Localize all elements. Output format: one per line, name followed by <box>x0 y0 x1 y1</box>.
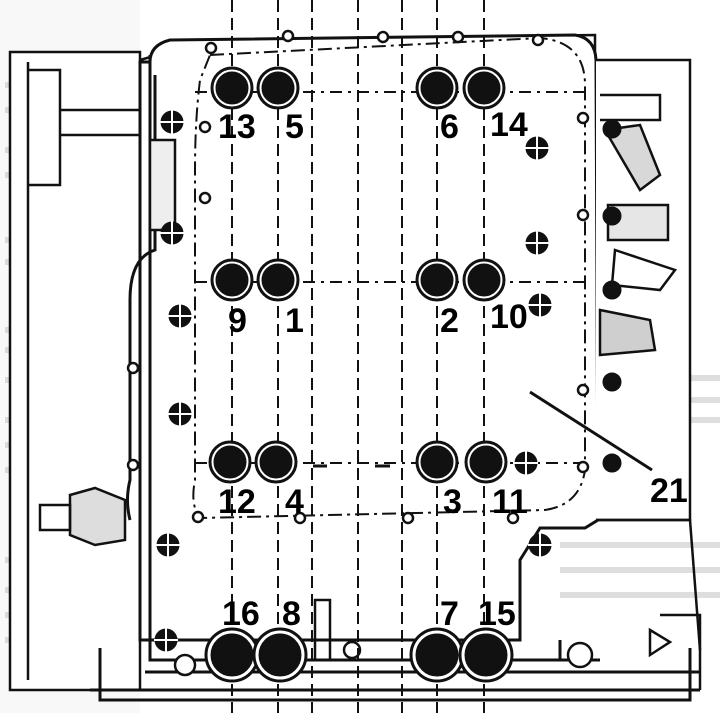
label-1: 1 <box>285 302 304 340</box>
bolt-labels: 13 5 6 14 9 1 2 10 12 4 3 11 16 8 7 15 2… <box>218 106 688 633</box>
label-9: 9 <box>228 302 247 340</box>
bolt-10 <box>462 258 506 302</box>
bottom-flange <box>173 598 594 677</box>
bolt-8 <box>252 627 308 683</box>
label-3: 3 <box>443 483 462 521</box>
label-21: 21 <box>650 472 688 510</box>
label-2: 2 <box>440 302 459 340</box>
bolt-15 <box>458 627 514 683</box>
label-10: 10 <box>490 298 528 336</box>
label-14: 14 <box>490 106 528 144</box>
bolt-11 <box>464 440 508 484</box>
small-screws <box>126 29 590 525</box>
bolt-2 <box>415 258 459 302</box>
bolt-16 <box>204 627 260 683</box>
bolt-14 <box>462 66 506 110</box>
head-bolts <box>204 66 514 683</box>
label-16: 16 <box>222 595 260 633</box>
label-5: 5 <box>285 108 304 146</box>
bolt-5 <box>256 66 300 110</box>
stud-markers <box>154 110 622 652</box>
bolt-3 <box>415 440 459 484</box>
bolt-13 <box>210 66 254 110</box>
label-15: 15 <box>478 595 516 633</box>
label-11: 11 <box>492 483 528 521</box>
bolt-12 <box>208 440 252 484</box>
left-fitting <box>38 138 177 547</box>
bolt-1 <box>256 258 300 302</box>
label-8: 8 <box>282 595 301 633</box>
label-12: 12 <box>218 483 256 521</box>
leader-line-21 <box>529 390 653 472</box>
bolt-9 <box>210 258 254 302</box>
label-7: 7 <box>440 595 459 633</box>
label-6: 6 <box>440 108 459 146</box>
label-13: 13 <box>218 108 256 146</box>
gasket-outline <box>192 36 586 520</box>
right-mechanism <box>596 58 702 690</box>
bolt-6 <box>415 66 459 110</box>
bolt-7 <box>409 627 465 683</box>
cylinder-center-lines <box>231 0 485 713</box>
bolt-4 <box>254 440 298 484</box>
label-4: 4 <box>285 483 304 521</box>
